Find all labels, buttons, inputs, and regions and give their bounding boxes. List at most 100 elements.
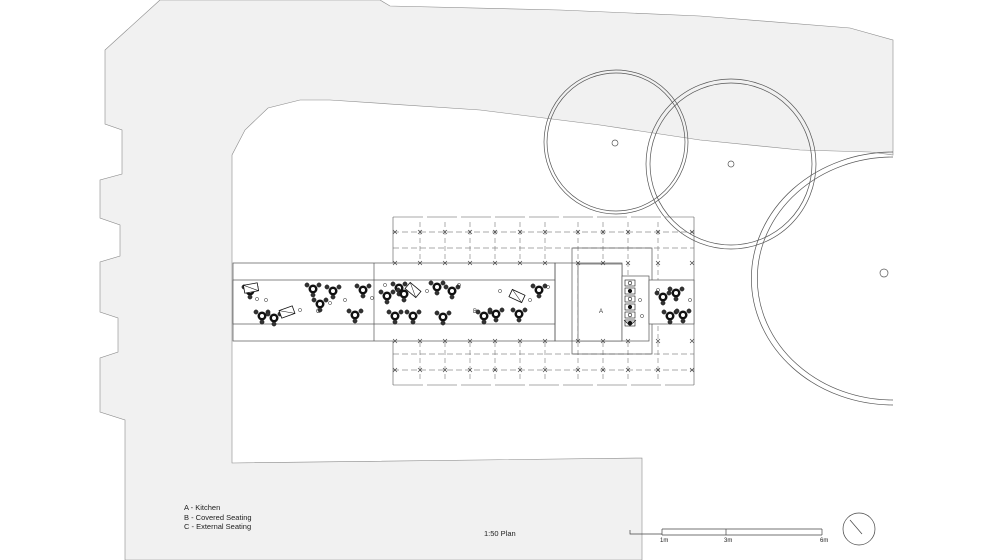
stool: [370, 296, 374, 300]
tree-trunk-1: [611, 139, 619, 147]
plan-title: 1:50 Plan: [484, 529, 516, 538]
tree-canopy-1: [543, 69, 689, 215]
zone-label-a: A: [599, 309, 603, 315]
table-set: [346, 308, 364, 324]
tree-canopy-3-inner: [756, 156, 894, 401]
kitchen-core: [577, 263, 623, 342]
column-marker: [625, 260, 631, 266]
kitchen-equipment: [623, 279, 637, 327]
rect-table: [242, 282, 260, 294]
column-marker: [392, 338, 398, 344]
rect-table: [278, 305, 296, 319]
table-set: [428, 280, 446, 296]
column-marker: [442, 367, 448, 373]
column-marker: [392, 367, 398, 373]
column-marker: [392, 260, 398, 266]
column-marker: [492, 260, 498, 266]
column-marker: [689, 229, 695, 235]
table-set: [667, 286, 685, 302]
column-marker: [517, 260, 523, 266]
tree-canopy-2-inner: [649, 82, 813, 246]
stool: [656, 288, 660, 292]
column-marker: [655, 229, 661, 235]
stool: [457, 283, 461, 287]
table-set: [265, 311, 283, 327]
scale-label-1m: 1m: [660, 538, 669, 544]
column-marker: [392, 229, 398, 235]
column-marker: [575, 260, 581, 266]
table-set: [487, 307, 505, 323]
scale-label-3m: 3m: [724, 538, 733, 544]
column-marker: [467, 229, 473, 235]
column-marker: [542, 229, 548, 235]
table-set: [354, 283, 372, 299]
column-marker: [575, 229, 581, 235]
furniture-layout: [241, 279, 692, 327]
column-marker: [655, 338, 661, 344]
column-marker: [442, 260, 448, 266]
column-marker: [417, 260, 423, 266]
stool: [425, 289, 429, 293]
table-set: [311, 297, 329, 313]
legend: A - Kitchen B - Covered Seating C - Exte…: [184, 503, 252, 532]
stool: [328, 301, 332, 305]
column-marker: [689, 260, 695, 266]
site-ground: [99, 0, 894, 560]
column-marker: [517, 229, 523, 235]
tree-canopy-3: [751, 151, 894, 406]
column-marker: [467, 367, 473, 373]
column-marker: [417, 367, 423, 373]
tree-trunk-2: [727, 160, 735, 168]
zone-label-c: C: [316, 309, 321, 315]
scale-bar: [629, 528, 823, 536]
column-marker: [600, 260, 606, 266]
column-marker: [542, 367, 548, 373]
north-arrow-icon: [842, 512, 876, 546]
decking-and-walls: [232, 247, 695, 355]
tree-trunk-3: [879, 268, 889, 278]
legend-item-covered-seating: B - Covered Seating: [184, 512, 252, 522]
column-marker: [625, 229, 631, 235]
stool: [638, 298, 642, 302]
table-set: [443, 284, 461, 300]
stool: [640, 314, 644, 318]
legend-item-external-seating: C - External Seating: [184, 522, 252, 531]
column-marker: [442, 338, 448, 344]
column-marker: [492, 229, 498, 235]
stool: [546, 285, 550, 289]
column-marker: [575, 338, 581, 344]
table-set: [378, 289, 396, 305]
column-marker: [542, 338, 548, 344]
column-marker: [542, 260, 548, 266]
column-marker: [492, 338, 498, 344]
ground-area: [99, 0, 894, 560]
stool: [498, 289, 502, 293]
stool: [528, 298, 532, 302]
rect-table: [508, 288, 526, 304]
column-marker: [625, 338, 631, 344]
stool: [264, 298, 268, 302]
column-marker: [575, 367, 581, 373]
column-marker: [492, 367, 498, 373]
column-marker: [467, 338, 473, 344]
column-marker: [689, 338, 695, 344]
column-marker: [417, 229, 423, 235]
column-marker: [417, 338, 423, 344]
table-set: [253, 309, 271, 325]
stool: [383, 283, 387, 287]
table-set: [510, 307, 528, 323]
tree-canopy-2: [645, 78, 817, 250]
column-marker: [600, 367, 606, 373]
stool: [255, 297, 259, 301]
column-marker: [517, 338, 523, 344]
scale-label-6m: 6m: [820, 538, 829, 544]
column-marker: [517, 367, 523, 373]
stool: [298, 308, 302, 312]
table-set: [304, 282, 322, 298]
column-marker: [600, 229, 606, 235]
stool: [688, 298, 692, 302]
column-marker: [655, 367, 661, 373]
column-marker: [655, 260, 661, 266]
legend-item-kitchen: A - Kitchen: [184, 503, 221, 512]
column-marker: [689, 367, 695, 373]
